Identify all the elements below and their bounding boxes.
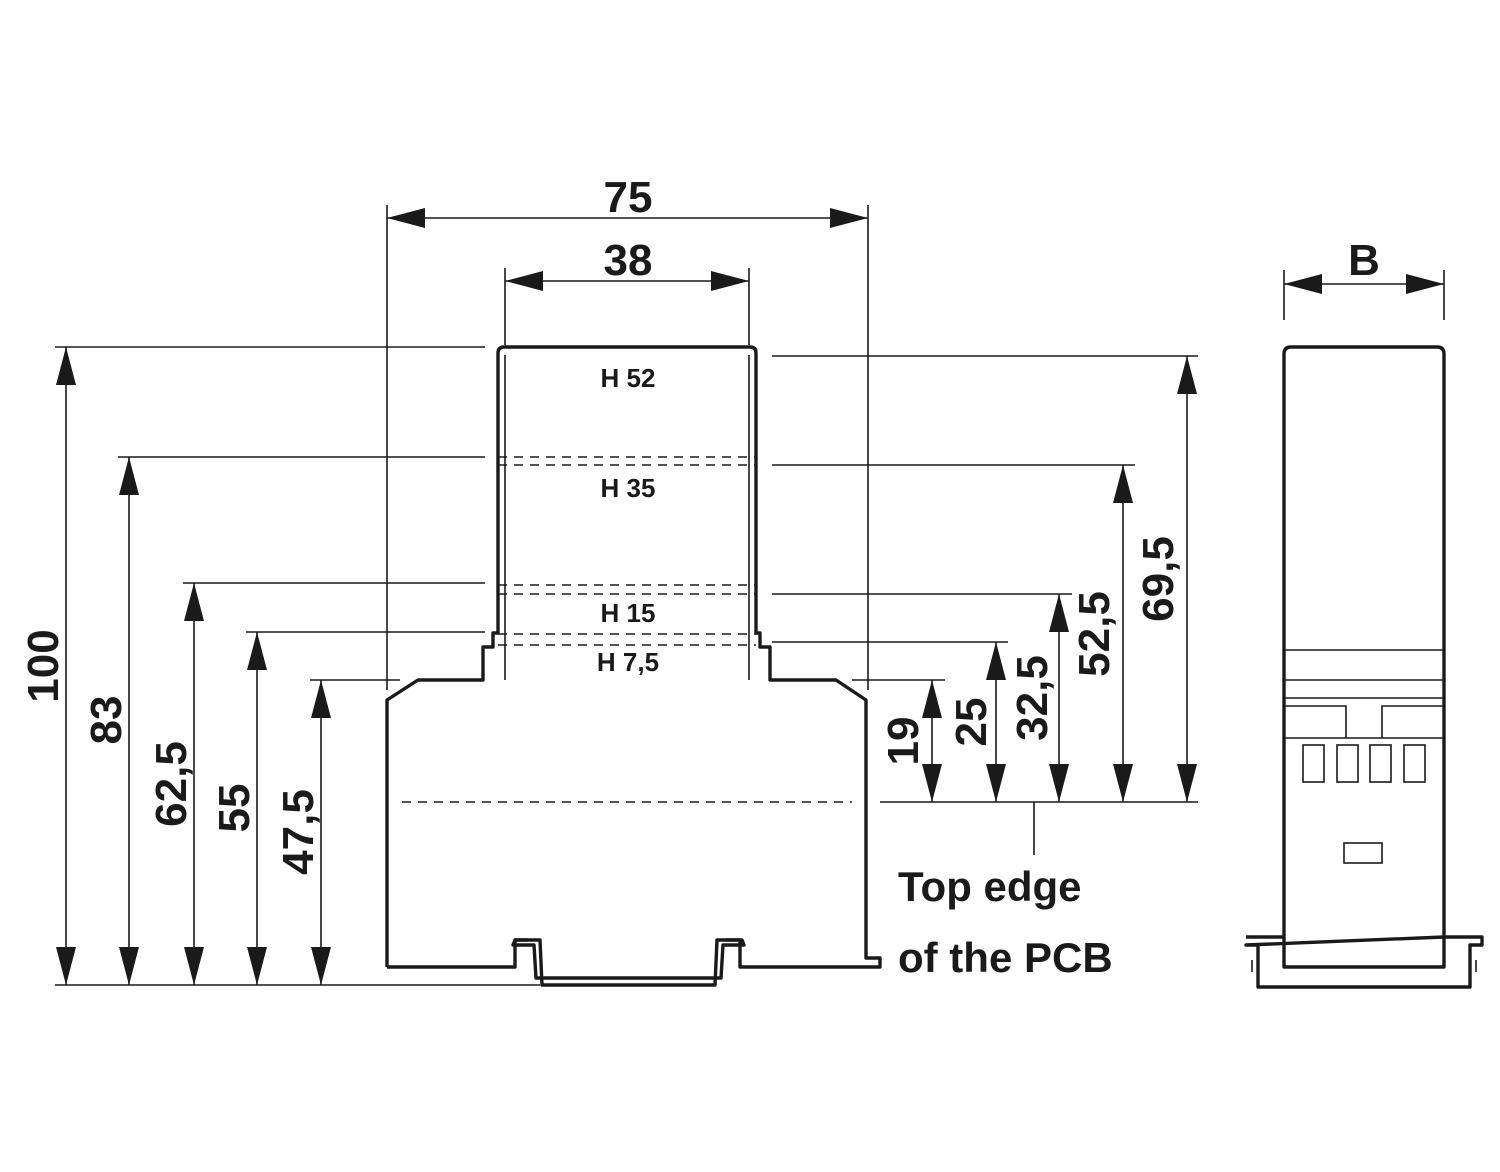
front-view: H 52 H 35 H 15 H 7,5 (385, 345, 882, 987)
dim-width-75: 75 (604, 173, 653, 222)
height-label-h35: H 35 (601, 473, 656, 503)
height-label-h52: H 52 (601, 363, 656, 393)
dim-52-5: 52,5 (1070, 591, 1119, 677)
base-housing-left-foot (387, 938, 528, 969)
height-label-h75: H 7,5 (597, 647, 659, 677)
dim-62-5: 62,5 (147, 741, 196, 827)
pcb-note-line-2: of the PCB (898, 934, 1113, 981)
dim-55: 55 (210, 784, 259, 833)
dim-47-5: 47,5 (274, 789, 323, 875)
dim-width-b: B (1348, 236, 1380, 285)
side-body (1282, 345, 1446, 969)
left-dimensions: 100 83 62,5 55 47,5 (19, 346, 540, 986)
height-label-h15: H 15 (601, 598, 656, 628)
dim-width-38: 38 (604, 236, 653, 285)
base-housing (385, 345, 882, 969)
side-rail (1244, 935, 1484, 989)
dim-83: 83 (82, 696, 131, 745)
dim-25: 25 (947, 698, 996, 747)
terminal-window-3 (1369, 744, 1392, 783)
dim-19: 19 (879, 717, 928, 766)
pcb-note-line-1: Top edge (898, 863, 1082, 910)
terminal-window-1 (1302, 744, 1325, 783)
right-dimensions: 19 25 32,5 52,5 69,5 (772, 355, 1198, 855)
width-dimensions: 75 38 (386, 173, 869, 690)
terminal-window-2 (1336, 744, 1359, 783)
dim-32-5: 32,5 (1008, 655, 1057, 741)
din-rail (511, 938, 746, 987)
side-view: B (1244, 236, 1484, 989)
dim-69-5: 69,5 (1134, 536, 1183, 622)
terminal-window-4 (1403, 744, 1426, 783)
side-slot (1343, 842, 1383, 864)
dim-100: 100 (19, 629, 68, 702)
